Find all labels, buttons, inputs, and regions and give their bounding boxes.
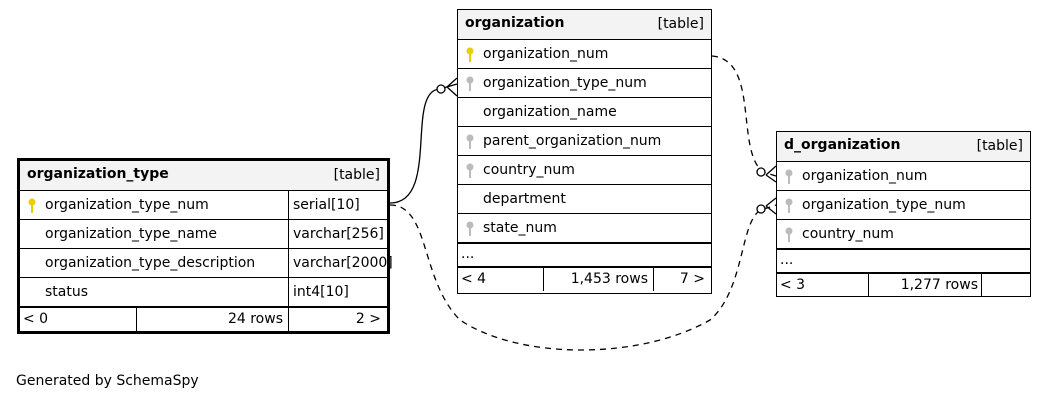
parent-count[interactable]: < 3 xyxy=(780,277,806,293)
column-row[interactable]: state_num xyxy=(458,214,711,243)
crow-foot-marker xyxy=(765,197,777,215)
column-row[interactable]: organization_type_num xyxy=(458,69,711,98)
column-row[interactable]: organization_name xyxy=(458,98,711,127)
ellipsis-text: ... xyxy=(461,246,475,262)
foreign-key-icon xyxy=(466,221,474,236)
row-count: 1,277 rows xyxy=(900,277,978,293)
column-name: organization_type_name xyxy=(45,226,218,242)
table-organization[interactable]: organization [table] organization_num or… xyxy=(457,9,712,294)
column-name: status xyxy=(45,284,89,300)
table-name: organization xyxy=(465,15,565,31)
column-row[interactable]: status int4[10] xyxy=(20,278,387,307)
parent-count[interactable]: < 0 xyxy=(23,311,49,327)
column-name: country_num xyxy=(802,226,894,242)
column-name: organization_type_description xyxy=(45,255,256,271)
column-row[interactable]: parent_organization_num xyxy=(458,127,711,156)
column-name: organization_type_num xyxy=(483,75,647,91)
column-type: varchar[256] xyxy=(288,220,387,248)
row-count: 1,453 rows xyxy=(570,271,648,287)
crow-foot-marker xyxy=(446,77,458,97)
table-header: d_organization [table] xyxy=(777,132,1030,162)
table-name: organization_type xyxy=(27,166,169,182)
foreign-key-icon xyxy=(785,227,793,242)
parent-count[interactable]: < 4 xyxy=(461,271,487,287)
column-row[interactable]: organization_num xyxy=(458,40,711,69)
optional-marker xyxy=(436,84,446,94)
column-row[interactable]: country_num xyxy=(458,156,711,185)
crow-foot-marker xyxy=(765,165,777,183)
optional-marker xyxy=(756,167,766,177)
column-name: country_num xyxy=(483,162,575,178)
column-type: varchar[2000] xyxy=(288,249,393,277)
table-kind: [table] xyxy=(976,138,1023,154)
table-organization-type[interactable]: organization_type [table] organization_t… xyxy=(17,158,393,334)
table-footer: < 4 1,453 rows 7 > xyxy=(458,267,711,291)
column-name: state_num xyxy=(483,220,557,236)
column-row[interactable]: department xyxy=(458,185,711,214)
child-count[interactable]: 7 > xyxy=(679,271,705,287)
column-row[interactable]: country_num xyxy=(777,220,1030,249)
relationship-d-org-organization xyxy=(711,55,777,177)
primary-key-icon xyxy=(28,198,36,213)
column-name: organization_num xyxy=(802,168,928,184)
table-name: d_organization xyxy=(784,137,901,153)
column-type: int4[10] xyxy=(288,278,387,306)
table-d-organization[interactable]: d_organization [table] organization_num … xyxy=(776,131,1031,297)
more-columns: ... xyxy=(458,243,711,267)
child-count[interactable]: 2 > xyxy=(355,311,381,327)
optional-marker xyxy=(756,204,766,214)
row-count: 24 rows xyxy=(227,311,283,327)
primary-key-icon xyxy=(466,47,474,62)
table-header: organization_type [table] xyxy=(20,161,387,191)
foreign-key-icon xyxy=(785,198,793,213)
column-name: organization_name xyxy=(483,104,617,120)
column-name: organization_type_num xyxy=(45,197,209,213)
relationship-d-org-organization-type xyxy=(389,204,777,351)
foreign-key-icon xyxy=(466,76,474,91)
column-row[interactable]: organization_num xyxy=(777,162,1030,191)
generated-by-label: Generated by SchemaSpy xyxy=(16,373,199,389)
column-name: organization_type_num xyxy=(802,197,966,213)
table-footer: < 0 24 rows 2 > xyxy=(20,307,387,331)
column-name: department xyxy=(483,191,566,207)
column-row[interactable]: organization_type_num xyxy=(777,191,1030,220)
column-name: organization_num xyxy=(483,46,609,62)
table-footer: < 3 1,277 rows xyxy=(777,273,1030,297)
column-row[interactable]: organization_type_description varchar[20… xyxy=(20,249,393,278)
column-row[interactable]: organization_type_name varchar[256] xyxy=(20,220,387,249)
foreign-key-icon xyxy=(785,169,793,184)
column-name: parent_organization_num xyxy=(483,133,662,149)
more-columns: ... xyxy=(777,249,1030,273)
column-type: serial[10] xyxy=(288,191,387,219)
table-kind: [table] xyxy=(657,16,704,32)
foreign-key-icon xyxy=(466,163,474,178)
table-kind: [table] xyxy=(333,167,380,183)
relationship-organization-type xyxy=(389,83,458,204)
ellipsis-text: ... xyxy=(780,252,794,268)
foreign-key-icon xyxy=(466,134,474,149)
column-row[interactable]: organization_type_num serial[10] xyxy=(20,191,387,220)
table-header: organization [table] xyxy=(458,10,711,40)
